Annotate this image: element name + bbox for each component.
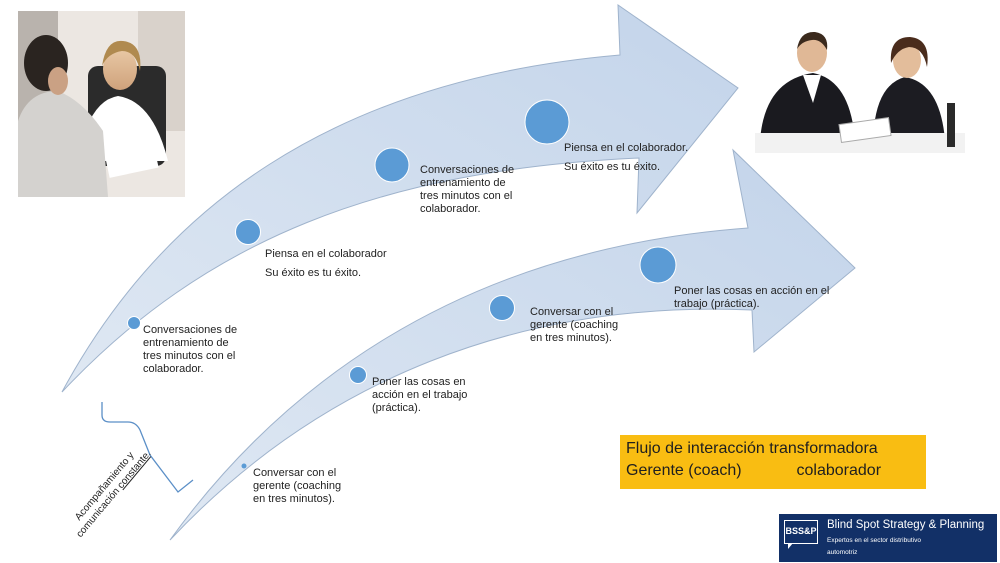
upper-step-dot-2 (235, 219, 261, 245)
upper-step-dot-1 (127, 316, 141, 330)
upper-step-dot-3 (374, 147, 410, 183)
lower-step-label-1: Conversar con el gerente (coaching en tr… (253, 467, 342, 505)
legend-box: Flujo de interacción transformadora Gere… (620, 435, 926, 489)
upper-step-dot-4 (524, 99, 570, 145)
legend-right: colaborador (796, 462, 882, 479)
logo-tagline-1: Expertos en el sector distributivo (827, 537, 921, 544)
bracket (101, 402, 194, 493)
lower-step-dot-3 (489, 295, 515, 321)
interview-photo (18, 11, 185, 197)
lower-arrow (169, 148, 856, 541)
upper-arrow (61, 4, 739, 393)
upper-step-label-2: Piensa en el colaborador Su éxito es tu … (265, 248, 387, 279)
lower-step-dot-1 (241, 463, 247, 469)
logo-mark: BSS&P (784, 520, 818, 544)
company-logo: BSS&P Blind Spot Strategy & Planning Exp… (779, 514, 997, 562)
lower-step-dot-4 (639, 246, 677, 284)
logo-speech-tail (788, 543, 798, 549)
lower-step-label-4: Poner las cosas en acción en el trabajo … (674, 285, 830, 310)
legend-left: Gerente (coach) (626, 462, 742, 479)
lower-step-label-3: Conversar con el gerente (coaching en tr… (530, 306, 619, 344)
lower-step-dot-2 (349, 366, 367, 384)
logo-tagline-2: automotriz (827, 549, 858, 556)
upper-step-label-3: Conversaciones de entrenamiento de tres … (420, 164, 515, 215)
legend-relation: Gerente (coach) colaborador (626, 460, 920, 482)
upper-step-label-1: Conversaciones de entrenamiento de tres … (143, 324, 238, 375)
meeting-photo (755, 25, 965, 153)
legend-title: Flujo de interacción transformadora (626, 440, 878, 457)
upper-step-label-4: Piensa en el colaborador. Su éxito es tu… (564, 142, 689, 173)
lower-step-label-2: Poner las cosas en acción en el trabajo … (372, 376, 468, 414)
logo-name: Blind Spot Strategy & Planning (827, 519, 985, 531)
